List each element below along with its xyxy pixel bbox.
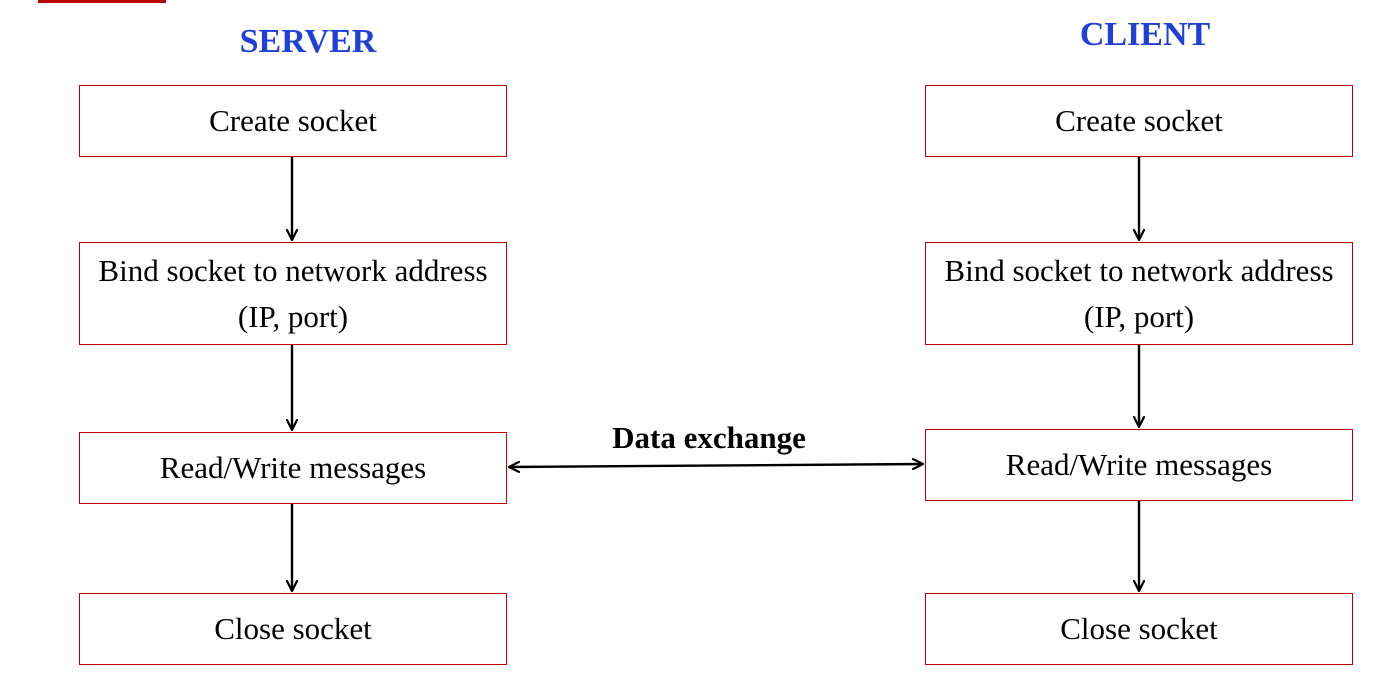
server-close-socket-box: Close socket [79, 593, 507, 665]
server-heading: SERVER [239, 23, 377, 60]
data-exchange-arrow [509, 464, 923, 467]
server-bind-socket-box: Bind socket to network address (IP, port… [79, 242, 507, 345]
client-close-socket-box: Close socket [925, 593, 1353, 665]
client-create-socket-box: Create socket [925, 85, 1353, 157]
client-bind-socket-box: Bind socket to network address (IP, port… [925, 242, 1353, 345]
client-read-write-box: Read/Write messages [925, 429, 1353, 501]
client-heading: CLIENT [1079, 16, 1211, 53]
title-accent-bar [38, 0, 166, 3]
server-create-socket-box: Create socket [79, 85, 507, 157]
server-read-write-box: Read/Write messages [79, 432, 507, 504]
data-exchange-label: Data exchange [612, 420, 806, 455]
